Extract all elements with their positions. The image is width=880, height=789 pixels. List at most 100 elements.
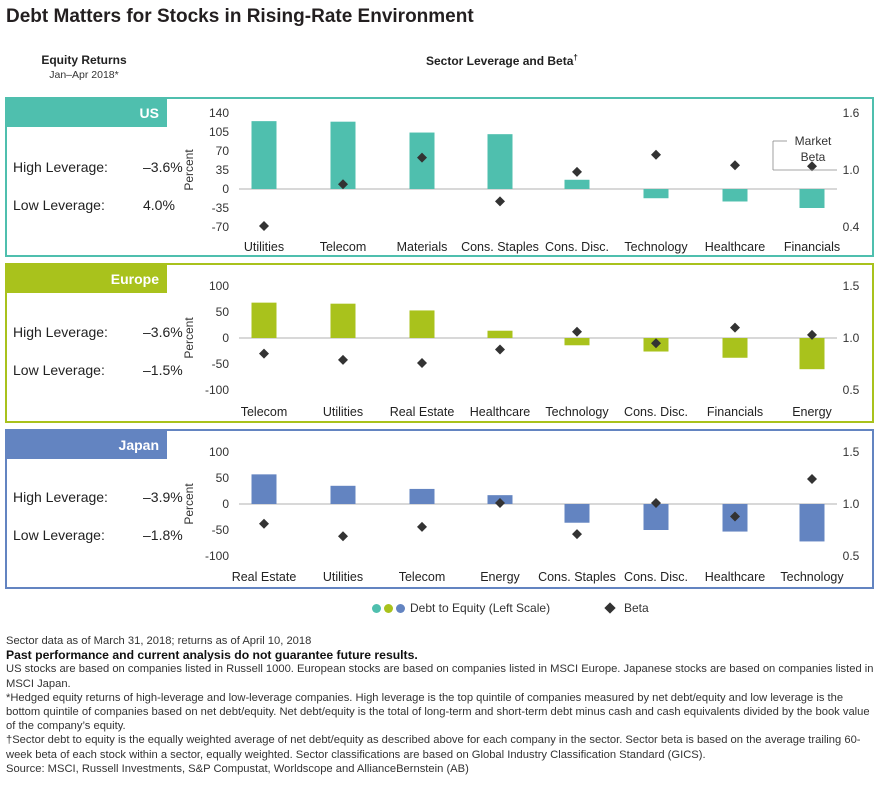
category-label: Cons. Staples xyxy=(538,570,616,584)
bar-debt-to-equity xyxy=(643,504,669,530)
y-tick-label: 50 xyxy=(216,305,230,319)
y-tick-label: -100 xyxy=(205,549,229,563)
y2-tick-label: 1.0 xyxy=(843,497,860,511)
beta-marker xyxy=(730,322,740,333)
bar-debt-to-equity xyxy=(564,338,590,346)
beta-marker xyxy=(338,531,348,542)
bar-debt-to-equity xyxy=(722,189,748,202)
y-axis-label: Percent xyxy=(182,317,196,359)
y-tick-label: -35 xyxy=(212,201,230,215)
beta-marker xyxy=(417,521,427,532)
region-badge-us: US xyxy=(7,99,167,127)
category-label: Healthcare xyxy=(705,240,765,254)
high-leverage-value: –3.6% xyxy=(143,159,183,175)
category-label: Real Estate xyxy=(390,405,455,419)
bar-debt-to-equity xyxy=(330,485,356,504)
y-tick-label: 100 xyxy=(209,279,229,293)
legend-debt-label: Debt to Equity (Left Scale) xyxy=(410,601,551,615)
category-label: Healthcare xyxy=(470,405,530,419)
bar-debt-to-equity xyxy=(251,474,277,504)
category-label: Telecom xyxy=(241,405,288,419)
low-leverage-japan: Low Leverage: –1.8% xyxy=(13,527,183,543)
high-leverage-value: –3.6% xyxy=(143,324,183,340)
bar-debt-to-equity xyxy=(564,179,590,189)
category-label: Real Estate xyxy=(232,570,297,584)
dagger-marker: † xyxy=(573,53,578,62)
bar-debt-to-equity xyxy=(799,189,825,208)
category-label: Utilities xyxy=(323,405,363,419)
panel-us: US High Leverage: –3.6% Low Leverage: 4.… xyxy=(5,97,874,257)
high-leverage-label: High Leverage: xyxy=(13,324,108,340)
bar-debt-to-equity xyxy=(251,302,277,338)
y-tick-label: -70 xyxy=(212,220,230,234)
bar-debt-to-equity xyxy=(251,121,277,189)
beta-marker xyxy=(807,161,817,172)
beta-marker xyxy=(651,497,661,508)
low-leverage-us: Low Leverage: 4.0% xyxy=(13,197,175,213)
bar-debt-to-equity xyxy=(799,338,825,370)
footnotes: Sector data as of March 31, 2018; return… xyxy=(6,634,876,776)
y-tick-label: 0 xyxy=(222,182,229,196)
region-badge-europe: Europe xyxy=(7,265,167,293)
page-title: Debt Matters for Stocks in Rising-Rate E… xyxy=(6,6,474,27)
low-leverage-label: Low Leverage: xyxy=(13,197,105,213)
bar-debt-to-equity xyxy=(487,330,513,338)
bar-debt-to-equity xyxy=(487,134,513,189)
equity-returns-subtitle: Jan–Apr 2018* xyxy=(49,69,119,81)
category-label: Cons. Disc. xyxy=(624,405,688,419)
y-tick-label: 50 xyxy=(216,471,230,485)
y-tick-label: 70 xyxy=(216,144,230,158)
y-tick-label: 100 xyxy=(209,445,229,459)
beta-marker xyxy=(807,329,817,340)
region-badge-japan: Japan xyxy=(7,431,167,459)
market-beta-label: Market xyxy=(795,134,832,148)
category-label: Technology xyxy=(780,570,844,584)
beta-marker xyxy=(651,338,661,349)
category-label: Utilities xyxy=(244,240,284,254)
category-label: Energy xyxy=(480,570,520,584)
category-label: Technology xyxy=(545,405,609,419)
beta-marker xyxy=(495,344,505,355)
y-tick-label: 140 xyxy=(209,106,229,120)
low-leverage-value: 4.0% xyxy=(143,197,175,213)
legend-beta-icon xyxy=(604,602,616,614)
y-tick-label: -50 xyxy=(212,357,230,371)
beta-marker xyxy=(259,518,269,529)
beta-marker xyxy=(259,221,269,232)
category-label: Energy xyxy=(792,405,832,419)
market-beta-label: Beta xyxy=(801,150,826,164)
beta-marker xyxy=(259,348,269,359)
beta-marker xyxy=(572,326,582,337)
low-leverage-label: Low Leverage: xyxy=(13,527,105,543)
bar-debt-to-equity xyxy=(564,504,590,523)
y-tick-label: -100 xyxy=(205,383,229,397)
category-label: Cons. Staples xyxy=(461,240,539,254)
panel-japan: Japan High Leverage: –3.9% Low Leverage:… xyxy=(5,429,874,589)
low-leverage-europe: Low Leverage: –1.5% xyxy=(13,362,183,378)
bar-debt-to-equity xyxy=(330,121,356,189)
bar-debt-to-equity xyxy=(799,504,825,542)
beta-marker xyxy=(495,196,505,207)
low-leverage-label: Low Leverage: xyxy=(13,362,105,378)
category-label: Telecom xyxy=(399,570,446,584)
y-axis-label: Percent xyxy=(182,483,196,525)
sector-header: Sector Leverage and Beta† xyxy=(426,53,578,68)
y-tick-label: 0 xyxy=(222,497,229,511)
bar-debt-to-equity xyxy=(643,189,669,199)
beta-marker xyxy=(338,179,348,190)
beta-marker xyxy=(572,529,582,540)
category-label: Financials xyxy=(707,405,763,419)
category-label: Technology xyxy=(624,240,688,254)
y-axis-label: Percent xyxy=(182,149,196,191)
beta-marker xyxy=(730,160,740,171)
category-label: Utilities xyxy=(323,570,363,584)
low-leverage-value: –1.5% xyxy=(143,362,183,378)
equity-returns-title: Equity Returns xyxy=(41,53,127,67)
category-label: Healthcare xyxy=(705,570,765,584)
y-tick-label: -50 xyxy=(212,523,230,537)
low-leverage-value: –1.8% xyxy=(143,527,183,543)
beta-marker xyxy=(651,149,661,160)
beta-marker xyxy=(807,474,817,485)
equity-returns-header: Equity Returns Jan–Apr 2018* xyxy=(14,53,154,81)
